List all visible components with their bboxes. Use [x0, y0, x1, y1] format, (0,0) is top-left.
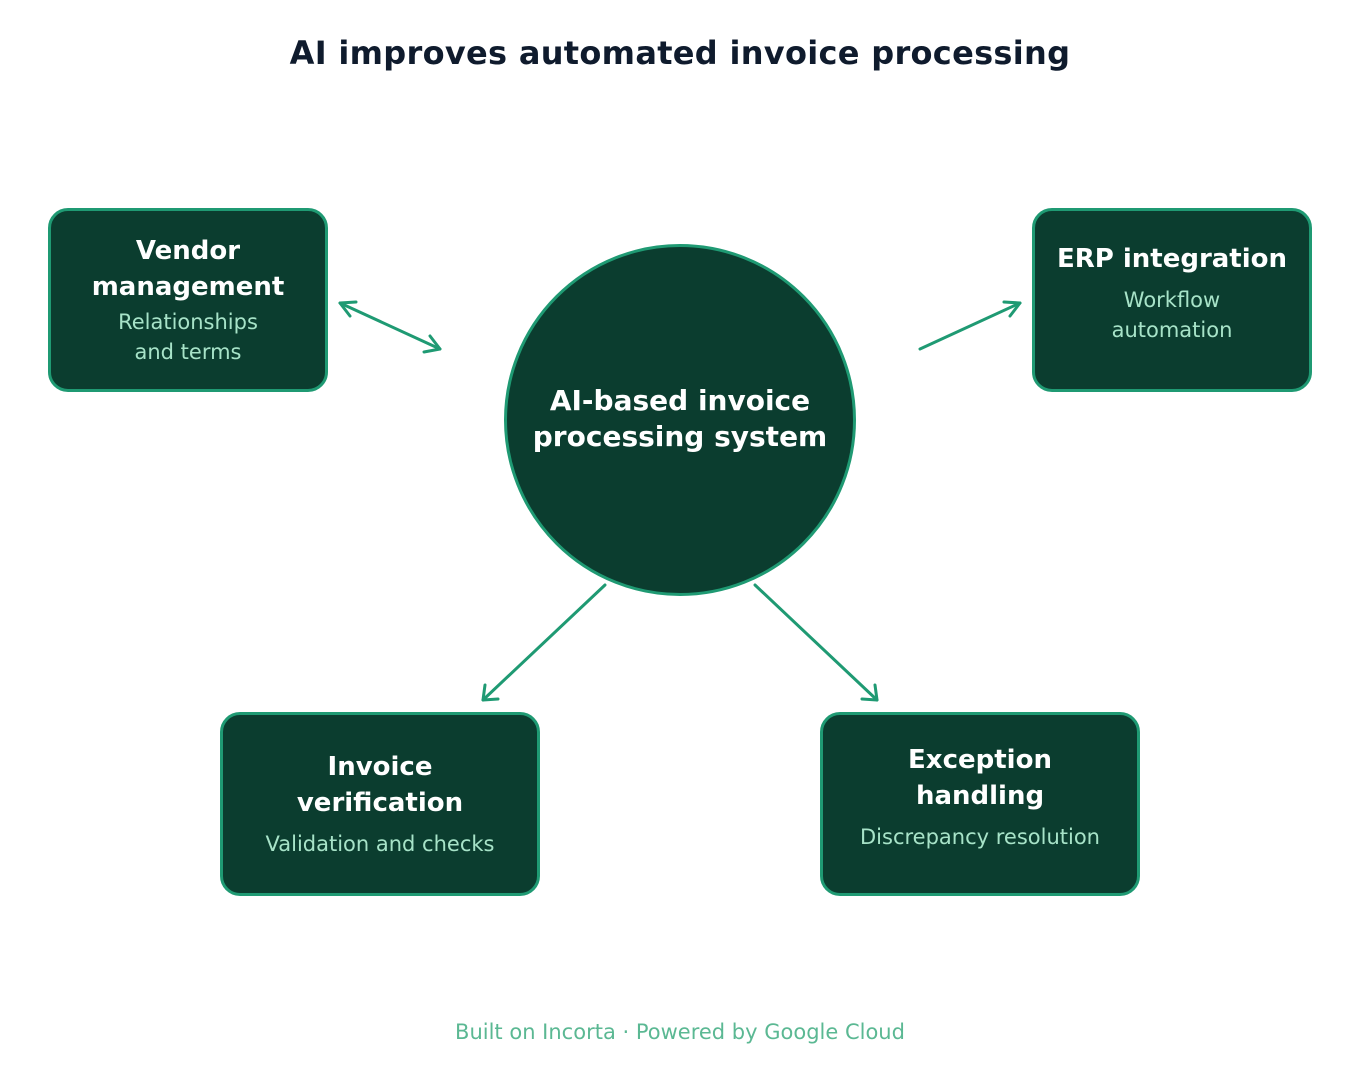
connector-hub-invoice: [481, 583, 607, 702]
node-title: Invoice verification: [296, 752, 464, 818]
node-exception-handling: Exception handling Discrepancy resolutio…: [820, 712, 1140, 896]
node-title: ERP integration: [1056, 244, 1288, 274]
hub-label: AI-based invoice processing system: [532, 384, 828, 453]
hub-node: AI-based invoice processing system: [504, 244, 856, 596]
node-vendor-management: Vendor management Relationships and term…: [48, 208, 328, 392]
connector-hub-exception: [753, 583, 879, 702]
node-description: Validation and checks: [265, 832, 495, 856]
diagram-title: AI improves automated invoice processing: [289, 34, 1071, 72]
node-description: Discrepancy resolution: [860, 825, 1100, 849]
node-description: Relationships and terms: [118, 310, 258, 364]
node-title: Vendor management: [91, 236, 285, 302]
node-title: Exception handling: [908, 745, 1052, 811]
node-invoice-verification: Invoice verification Validation and chec…: [220, 712, 540, 896]
connector-hub-erp: [918, 300, 1022, 351]
node-description: Workflow automation: [1111, 288, 1233, 342]
node-erp-integration: ERP integration Workflow automation: [1032, 208, 1312, 392]
connector-hub-vendor: [338, 300, 442, 354]
footer-credit: Built on Incorta · Powered by Google Clo…: [455, 1020, 905, 1044]
